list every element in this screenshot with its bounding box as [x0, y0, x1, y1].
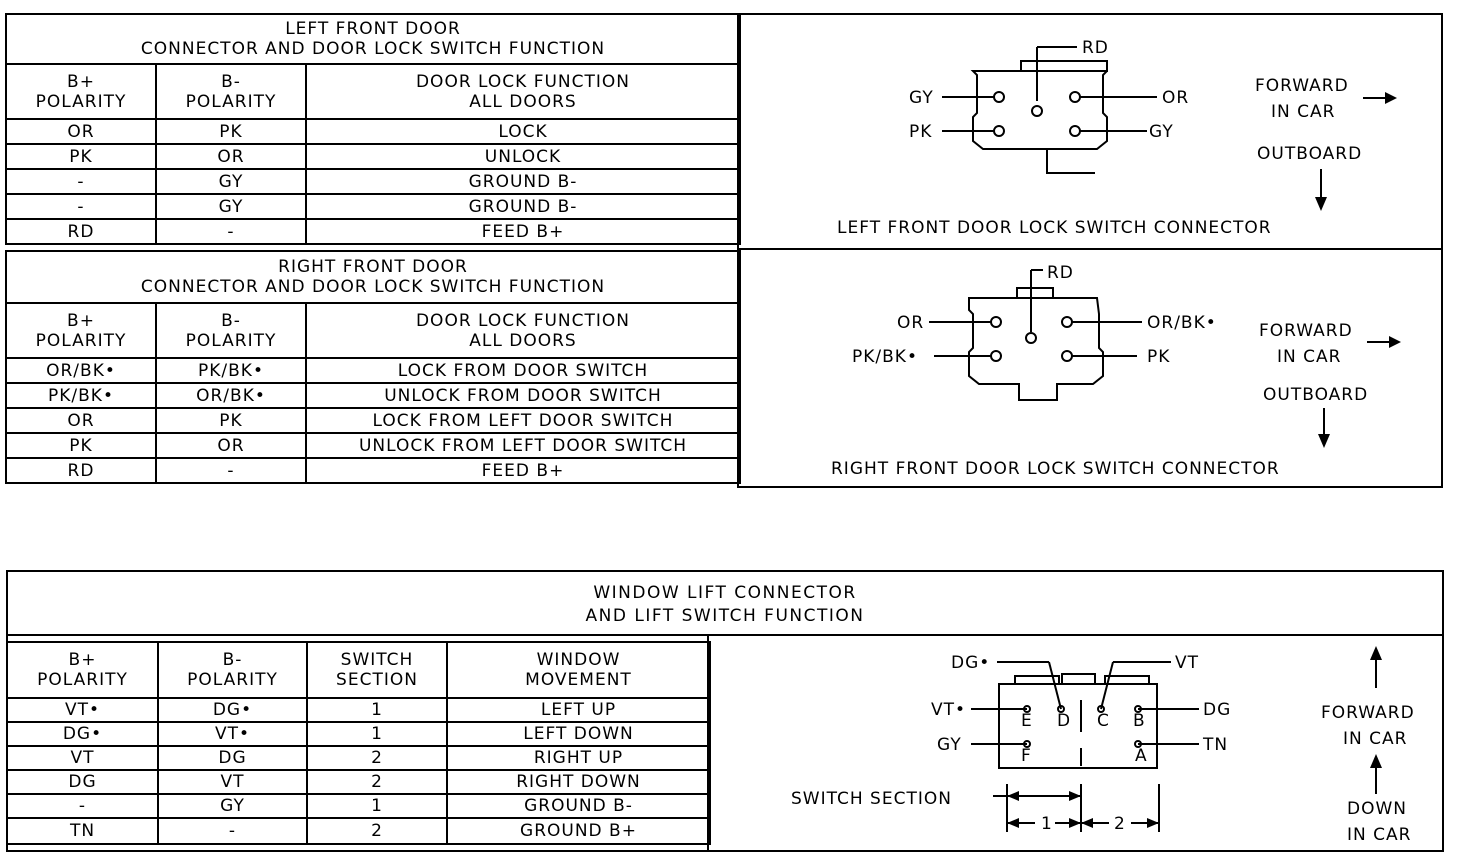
section-1-label: 1 [1041, 814, 1053, 834]
connector-title: RIGHT FRONT DOOR LOCK SWITCH CONNECTOR [831, 459, 1280, 479]
right-front-connector-panel [737, 248, 1443, 488]
pin-letter-c: C [1097, 711, 1110, 731]
table-row: PK/BK•OR/BK•UNLOCK FROM DOOR SWITCH [5, 382, 741, 409]
window-lift-table: B+ POLARITY B- POLARITY SWITCH SECTION W… [6, 641, 711, 845]
forward-arrow-icon [1363, 92, 1397, 104]
wire-label-gy: GY [937, 735, 962, 755]
wire-label-right-bottom: GY [1149, 122, 1174, 142]
forward-arrow-icon [1370, 646, 1382, 688]
window-lift-diagram-divider [707, 636, 709, 851]
pin-letter-a: A [1135, 746, 1148, 766]
pin-letter-f: F [1021, 746, 1032, 766]
wire-label-left-top: GY [909, 88, 934, 108]
window-lift-header-row: B+ POLARITY B- POLARITY SWITCH SECTION W… [6, 641, 711, 699]
connector-wires [942, 46, 1157, 132]
header-cell: SWITCH SECTION [306, 641, 448, 699]
left-front-connector-diagram: RD GY PK OR GY FORWARD IN CAR OUTBOARD L… [837, 38, 1397, 238]
header-cell: DOOR LOCK FUNCTION ALL DOORS [305, 302, 741, 359]
outboard-arrow-icon [1315, 169, 1327, 211]
wire-label-dg-right: DG [1203, 700, 1231, 720]
divider [6, 634, 1444, 636]
left-front-title: LEFT FRONT DOOR CONNECTOR AND DOOR LOCK … [5, 13, 741, 65]
down-arrow-icon [1370, 754, 1382, 794]
table-row: RD-FEED B+ [5, 457, 741, 484]
table-row: RD-FEED B+ [5, 218, 741, 245]
switch-section-label: SWITCH SECTION [791, 789, 952, 809]
wire-label-right-bottom: PK [1147, 347, 1170, 367]
outboard-arrow-icon [1318, 408, 1330, 448]
wire-label-left-top: OR [897, 313, 924, 333]
wire-label-vt-top: VT [1175, 653, 1199, 673]
connector-pins [990, 316, 1073, 362]
window-lift-connector-diagram: DG• VT VT• DG GY TN E D C B F A SWITCH S… [791, 646, 1415, 845]
window-lift-title: WINDOW LIFT CONNECTOR AND LIFT SWITCH FU… [585, 583, 865, 626]
header-cell: DOOR LOCK FUNCTION ALL DOORS [305, 63, 741, 120]
connector-pins [1023, 705, 1142, 748]
connector-body [968, 270, 1104, 401]
wire-label-vt-dot: VT• [931, 700, 966, 720]
connector-body [998, 673, 1158, 769]
header-cell: B+ POLARITY [6, 641, 159, 699]
forward-label: FORWARD [1259, 321, 1353, 341]
forward-label-2: IN CAR [1271, 102, 1335, 122]
outboard-label: OUTBOARD [1257, 144, 1362, 164]
wire-label-top: RD [1047, 263, 1074, 283]
header-cell: B+ POLARITY [5, 302, 157, 359]
right-front-connector-diagram: RD OR PK/BK• OR/BK• PK FORWARD IN CAR OU… [831, 263, 1401, 479]
wire-label-tn: TN [1202, 735, 1228, 755]
connector-wires [929, 269, 1142, 357]
right-front-header-row: B+ POLARITY B- POLARITY DOOR LOCK FUNCTI… [5, 302, 741, 359]
forward-label-2: IN CAR [1343, 729, 1407, 749]
pin-letter-e: E [1021, 711, 1033, 731]
header-cell: B- POLARITY [155, 63, 307, 120]
header-cell: B- POLARITY [157, 641, 308, 699]
right-front-title: RIGHT FRONT DOOR CONNECTOR AND DOOR LOCK… [5, 250, 741, 304]
right-front-door-table: RIGHT FRONT DOOR CONNECTOR AND DOOR LOCK… [5, 250, 741, 484]
left-front-header-row: B+ POLARITY B- POLARITY DOOR LOCK FUNCTI… [5, 63, 741, 120]
wire-label-left-bottom: PK [909, 122, 932, 142]
header-cell: B- POLARITY [155, 302, 307, 359]
left-front-door-table: LEFT FRONT DOOR CONNECTOR AND DOOR LOCK … [5, 13, 741, 245]
wire-label-top: RD [1082, 38, 1109, 58]
down-label: DOWN [1347, 799, 1407, 819]
wire-label-left-bottom: PK/BK• [852, 347, 918, 367]
pin-letter-d: D [1057, 711, 1071, 731]
wire-label-dg-dot: DG• [951, 653, 990, 673]
table-row: OR/BK•PK/BK•LOCK FROM DOOR SWITCH [5, 357, 741, 384]
pin-letter-b: B [1133, 711, 1146, 731]
header-cell: WINDOW MOVEMENT [446, 641, 711, 699]
wire-label-right-top: OR/BK• [1147, 313, 1217, 333]
connector-wires [971, 661, 1199, 745]
outboard-label: OUTBOARD [1263, 385, 1368, 405]
down-label-2: IN CAR [1347, 825, 1411, 845]
forward-label: FORWARD [1321, 703, 1415, 723]
header-cell: B+ POLARITY [5, 63, 157, 120]
forward-arrow-icon [1367, 336, 1401, 348]
section-2-label: 2 [1114, 814, 1126, 834]
connector-body [970, 53, 1108, 174]
forward-label-2: IN CAR [1277, 347, 1341, 367]
forward-label: FORWARD [1255, 76, 1349, 96]
dimension-arrowheads [1007, 791, 1159, 828]
connector-title: LEFT FRONT DOOR LOCK SWITCH CONNECTOR [837, 218, 1272, 238]
wire-label-right-top: OR [1162, 88, 1189, 108]
